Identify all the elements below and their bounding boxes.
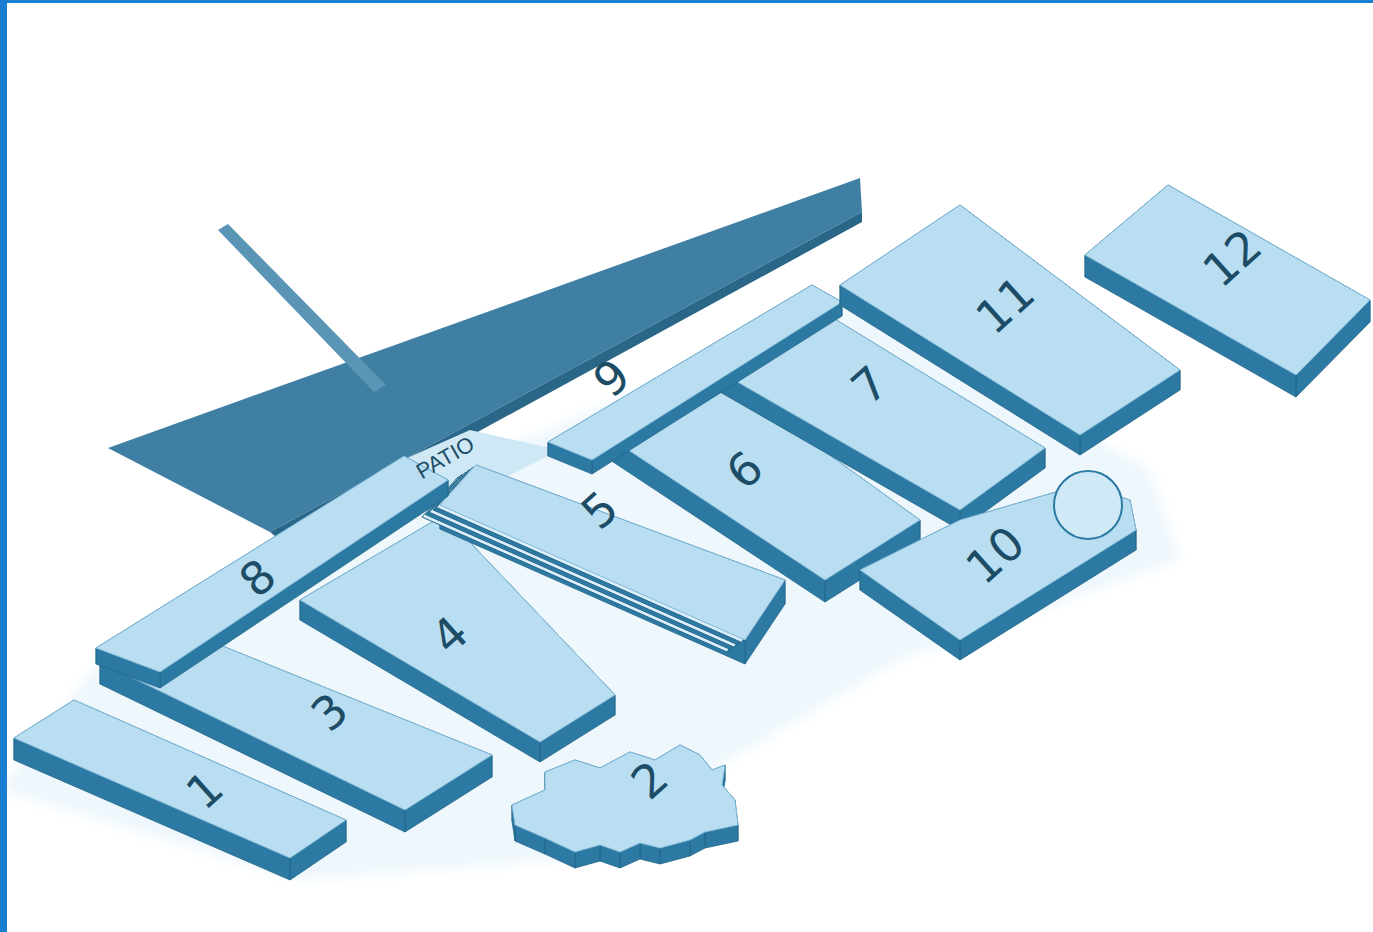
block-top — [512, 745, 738, 852]
block-number: 9 — [586, 351, 639, 405]
building-block: 12 — [1085, 185, 1370, 397]
round-pavilion — [1054, 471, 1122, 539]
building-block: 8 — [96, 456, 448, 688]
block-top — [1085, 185, 1370, 375]
block-outline — [548, 285, 842, 474]
building-block: 10 — [860, 471, 1136, 660]
mast — [218, 224, 386, 392]
block-top — [548, 285, 842, 460]
block-outline — [512, 745, 738, 868]
block-top — [96, 456, 448, 672]
building-block: 2 — [512, 745, 738, 868]
building-block: 9 — [548, 285, 842, 474]
